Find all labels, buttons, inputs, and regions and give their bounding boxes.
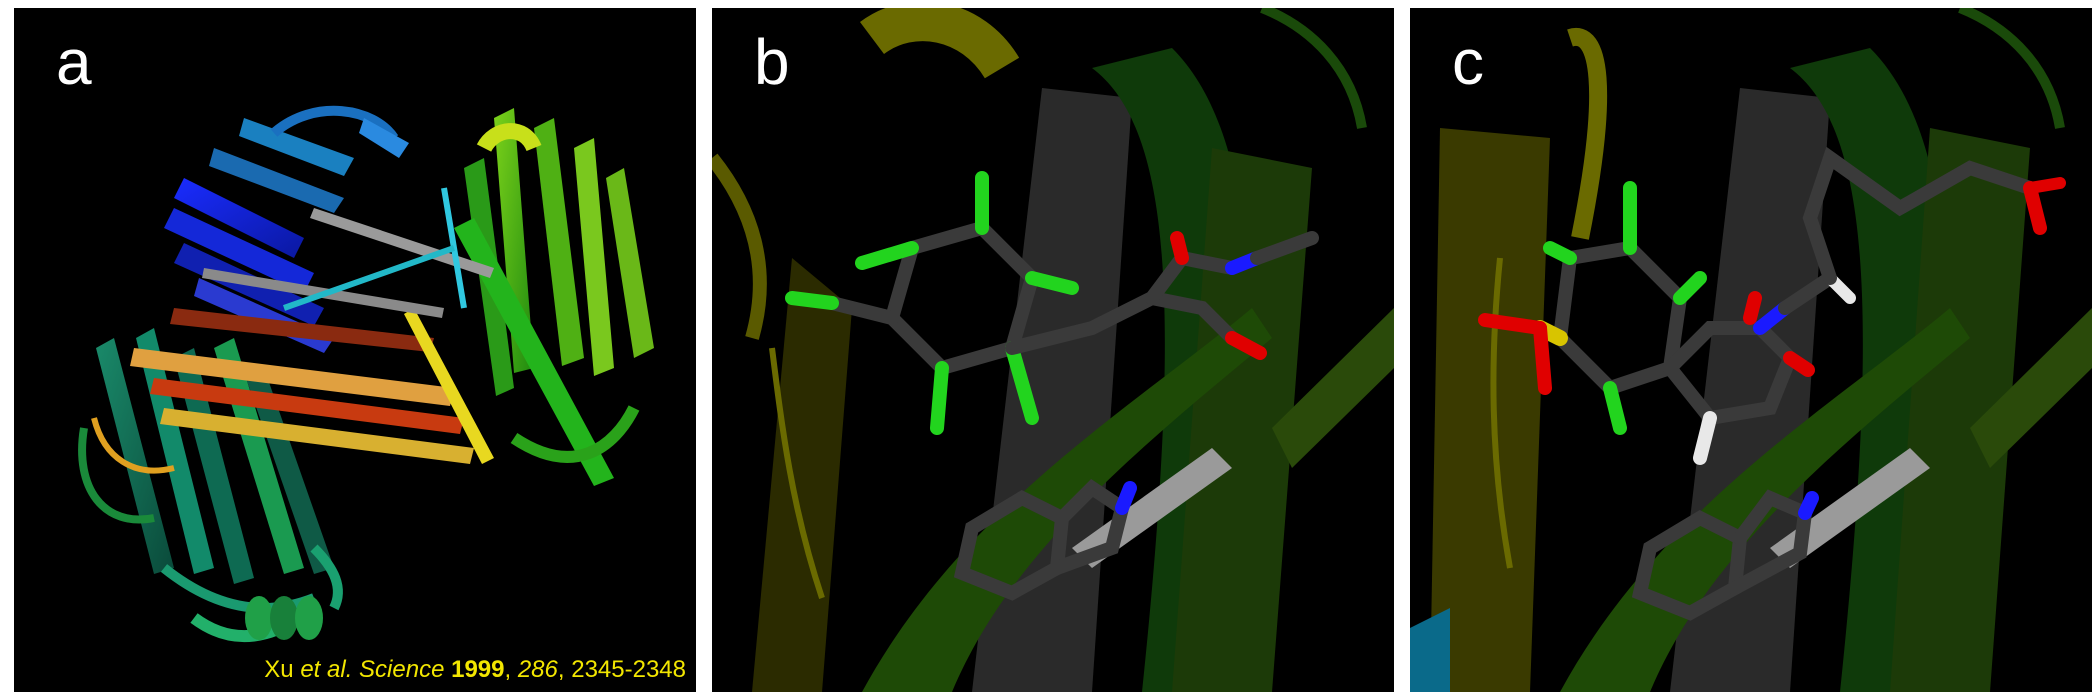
- adduct-molecule-c: [1478, 146, 2066, 465]
- orange-yellow-sheets: [91, 308, 494, 474]
- background-sheets-b: [712, 8, 1394, 692]
- citation-pages: 2345-2348: [571, 656, 686, 683]
- background-sheets-c: [1410, 8, 2092, 692]
- citation-authors: Xu: [264, 656, 294, 683]
- binding-site-image-c: [1410, 8, 2092, 692]
- indole-residue-b: [953, 478, 1137, 601]
- panel-label-c: c: [1452, 26, 1484, 98]
- citation-journal: Science: [359, 656, 445, 683]
- helix-bottom: [245, 544, 343, 640]
- indole-residue-c: [1631, 489, 1819, 621]
- citation-year: 1999: [451, 656, 505, 683]
- ligand-molecule-b: [785, 171, 1319, 435]
- panel-b-binding-site: b: [712, 8, 1394, 692]
- panel-a-protein-overview: a Xu et al. Science 1999, 286, 2345-2348: [14, 8, 696, 692]
- panel-c-binding-site: c: [1410, 8, 2092, 692]
- gray-cyan-strands: [202, 187, 494, 318]
- protein-ribbon-image: [78, 105, 654, 643]
- citation-text: Xu et al. Science 1999, 286, 2345-2348: [264, 656, 686, 683]
- binding-site-image-b: [712, 8, 1394, 692]
- panel-label-b: b: [754, 26, 790, 98]
- panel-label-a: a: [56, 26, 92, 98]
- citation-volume: 286: [517, 656, 558, 683]
- teal-beta-sheets: [78, 328, 334, 643]
- citation-etal: et al.: [300, 656, 353, 683]
- green-beta-sheets: [454, 108, 654, 486]
